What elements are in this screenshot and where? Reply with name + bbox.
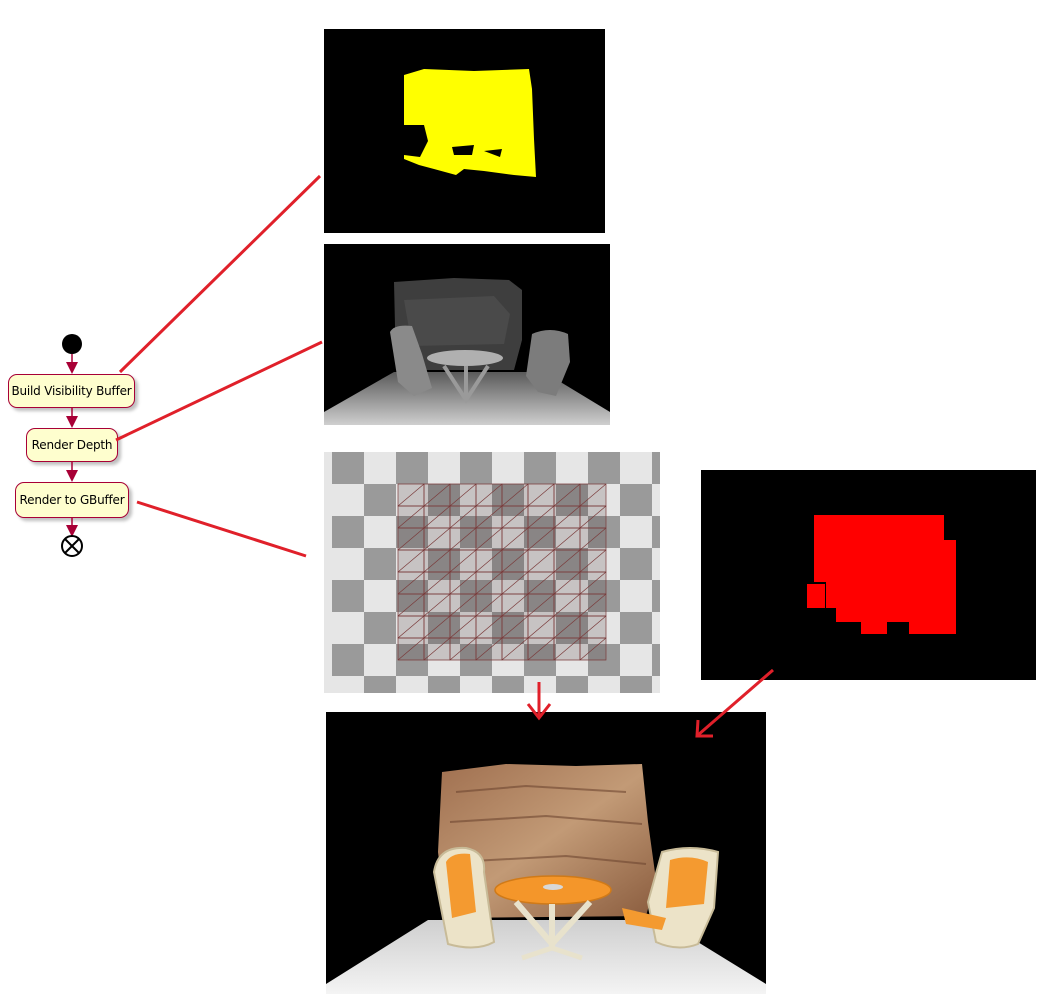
start-node — [62, 334, 82, 354]
checkerboard-wireframe — [332, 452, 660, 693]
activity-render-depth[interactable]: Render Depth — [26, 428, 118, 462]
end-node-icon — [61, 535, 83, 557]
connector-gbuffer — [136, 500, 307, 558]
red-mask — [807, 515, 956, 634]
depth-scene — [324, 278, 610, 425]
visibility-mask — [404, 69, 536, 177]
gbuffer-mask-panel — [701, 470, 1036, 680]
connector-visibility — [118, 174, 322, 374]
wireframe-checker-panel — [324, 452, 660, 693]
depth-buffer-panel — [324, 244, 610, 425]
visibility-buffer-panel — [324, 29, 605, 233]
final-render-panel — [326, 712, 766, 994]
activity-build-visibility-buffer[interactable]: Build Visibility Buffer — [8, 374, 135, 408]
final-scene — [326, 764, 766, 994]
activity-render-to-gbuffer[interactable]: Render to GBuffer — [15, 482, 129, 518]
connector-depth — [115, 340, 323, 442]
